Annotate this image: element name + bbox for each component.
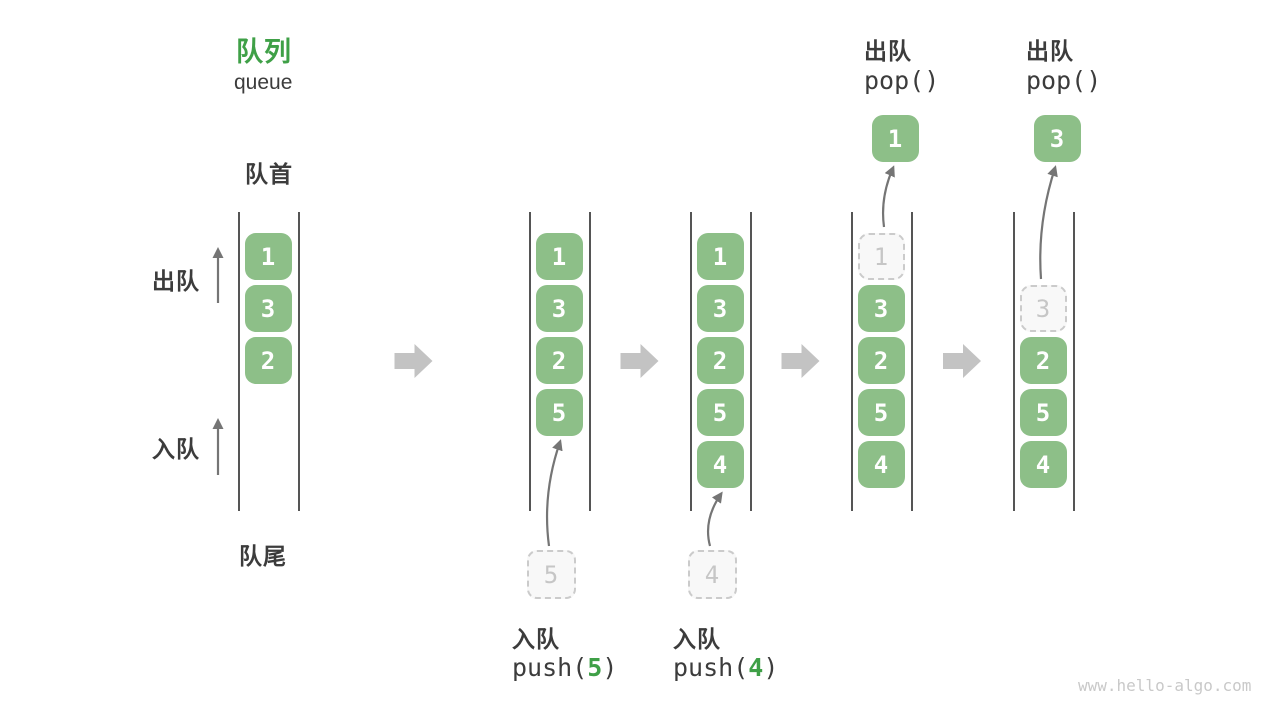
enqueue-side-label: 入队 — [152, 436, 200, 462]
queue-cell: 3 — [696, 285, 744, 332]
pending-enqueue-cell: 5 — [526, 550, 576, 599]
queue-cell: 1 — [535, 233, 583, 280]
pending-enqueue-cell: 4 — [687, 550, 737, 599]
queue-cell: 1 — [696, 233, 744, 280]
queue-cell: 2 — [535, 337, 583, 384]
queue-wall-left — [1013, 212, 1015, 511]
queue-cell: 4 — [857, 441, 905, 488]
queue-wall-right — [298, 212, 300, 511]
dequeue-side-label: 出队 — [152, 268, 200, 294]
queue-cell: 5 — [857, 389, 905, 436]
enqueue-caption-zh: 入队 — [512, 626, 560, 652]
dequeue-header-code: pop() — [1026, 66, 1102, 95]
push-suffix: ) — [602, 653, 618, 682]
push-arg: 5 — [587, 653, 603, 682]
flow-arrow — [943, 344, 981, 378]
queue-wall-left — [238, 212, 240, 511]
popped-cell: 3 — [1033, 115, 1081, 162]
popped-cell: 1 — [871, 115, 919, 162]
queue-wall-right — [1073, 212, 1075, 511]
dequeue-header-code: pop() — [864, 66, 940, 95]
queue-cell: 4 — [696, 441, 744, 488]
flow-arrow — [394, 344, 433, 378]
push-arg: 4 — [748, 653, 764, 682]
queue-cell: 2 — [696, 337, 744, 384]
queue-cell: 2 — [1019, 337, 1067, 384]
queue-cell: 3 — [535, 285, 583, 332]
enqueue-caption-code: push(5) — [512, 653, 617, 682]
queue-cell: 4 — [1019, 441, 1067, 488]
flow-arrow — [620, 344, 659, 378]
queue-cell: 2 — [857, 337, 905, 384]
queue-wall-right — [589, 212, 591, 511]
push-prefix: push( — [673, 653, 749, 682]
queue-cell: 5 — [535, 389, 583, 436]
enqueue-caption-code: push(4) — [673, 653, 778, 682]
dequeued-ghost-cell: 1 — [857, 233, 905, 280]
push-suffix: ) — [763, 653, 779, 682]
dequeue-arrow — [881, 165, 895, 228]
push-prefix: push( — [512, 653, 588, 682]
queue-cell: 5 — [696, 389, 744, 436]
front-label: 队首 — [245, 161, 293, 187]
enqueue-arrow — [545, 439, 563, 547]
queue-cell: 1 — [244, 233, 292, 280]
rear-label: 队尾 — [239, 543, 287, 569]
queue-wall-left — [690, 212, 692, 511]
figure-title-en: queue — [234, 71, 293, 94]
enqueue-arrow — [706, 491, 723, 547]
enqueue-caption-zh: 入队 — [673, 626, 721, 652]
queue-cell: 2 — [244, 337, 292, 384]
figure-title-zh: 队列 — [236, 37, 292, 67]
queue-cell: 5 — [1019, 389, 1067, 436]
queue-wall-right — [911, 212, 913, 511]
queue-wall-right — [750, 212, 752, 511]
dequeued-ghost-cell: 3 — [1019, 285, 1067, 332]
queue-cell: 3 — [857, 285, 905, 332]
dequeue-arrow — [1039, 165, 1058, 280]
flow-arrow — [781, 344, 820, 378]
queue-wall-left — [851, 212, 853, 511]
watermark: www.hello-algo.com — [1078, 676, 1252, 695]
dequeue-header-zh: 出队 — [864, 38, 912, 64]
dequeue-header-zh: 出队 — [1026, 38, 1074, 64]
queue-cell: 3 — [244, 285, 292, 332]
queue-wall-left — [529, 212, 531, 511]
